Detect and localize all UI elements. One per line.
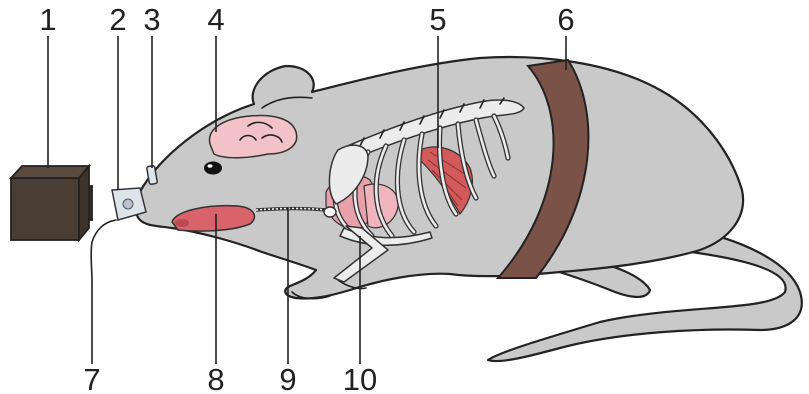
endotracheal-tube [256, 209, 326, 211]
rat-eye [204, 162, 222, 175]
tube-tip [324, 207, 336, 217]
label-3: 3 [143, 2, 160, 37]
label-10: 10 [343, 362, 377, 394]
label-9: 9 [279, 362, 296, 394]
label-7: 7 [83, 362, 100, 394]
label-6: 6 [557, 2, 574, 37]
label-1: 1 [39, 2, 56, 37]
label-2: 2 [109, 2, 126, 37]
label-5: 5 [429, 2, 446, 37]
label-8: 8 [207, 362, 224, 394]
camera-icon [11, 166, 92, 240]
label-4: 4 [207, 2, 224, 37]
tube [91, 220, 116, 280]
